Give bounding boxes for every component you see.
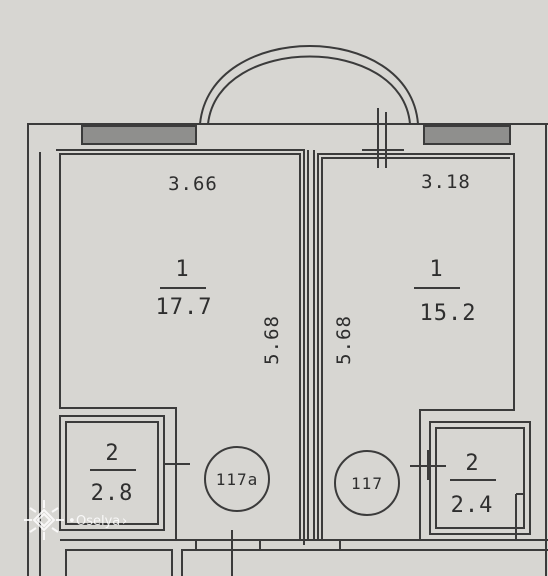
room-left-number: 1: [175, 257, 188, 282]
shaft-left-circle: [204, 446, 270, 512]
bathroom-right-area: 2.4: [451, 493, 494, 518]
room-right-length: 5.68: [333, 315, 355, 365]
room-left-width: 3.66: [168, 173, 218, 195]
room-left-inner: [56, 149, 305, 545]
windows: [81, 125, 511, 145]
room-right-number: 1: [429, 257, 442, 282]
walls: [27, 45, 548, 576]
bathroom-right-number: 2: [465, 451, 478, 476]
balcony-arc-outer: [199, 45, 419, 125]
bathroom-left-inner: [65, 421, 159, 525]
shafts: [204, 446, 400, 516]
room-left-length: 5.68: [261, 315, 283, 365]
room-right-width: 3.18: [421, 171, 471, 193]
room-right-area: 15.2: [420, 301, 477, 326]
lower-room-right: [181, 549, 548, 576]
snowflake-ornament-icon: [24, 500, 64, 540]
bathroom-left-number: 2: [105, 441, 118, 466]
watermark-bullet: •: [68, 514, 76, 529]
window-right: [423, 125, 511, 145]
window-left: [81, 125, 197, 145]
watermark: • Oselya ›: [24, 500, 127, 540]
shaft-right-circle: [334, 450, 400, 516]
room-right-outline: [317, 153, 515, 540]
shaft-left-label: 117a: [216, 470, 259, 489]
balcony-arc-inner: [207, 55, 411, 125]
shaft-right-label: 117: [351, 474, 383, 493]
lower-room-left: [65, 549, 173, 576]
bathroom-left-outline: [59, 415, 165, 531]
bathroom-left-area: 2.8: [91, 481, 134, 506]
room-left-area: 17.7: [156, 295, 213, 320]
room-left-outline: [59, 153, 301, 540]
watermark-text: Oselya: [76, 514, 120, 529]
outer-wall-top: [27, 123, 548, 576]
watermark-chevron: ›: [122, 514, 127, 529]
bathroom-right-outline: [429, 421, 531, 535]
bathroom-right-inner: [435, 427, 525, 529]
room-right-inner: [321, 157, 510, 540]
